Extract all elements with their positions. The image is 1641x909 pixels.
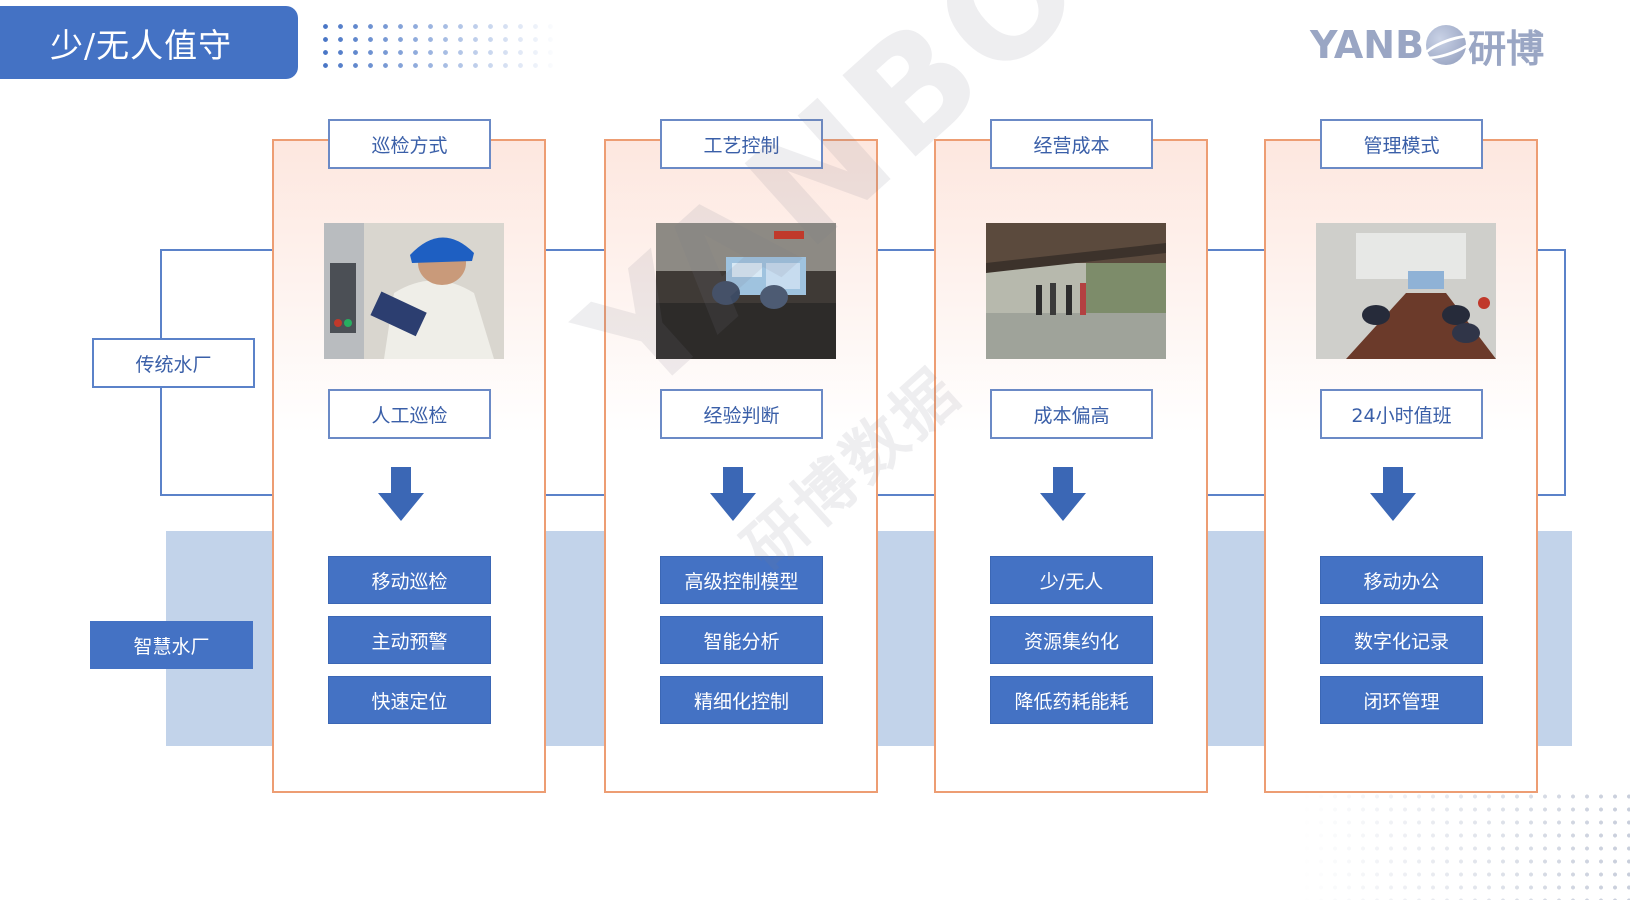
column-header: 巡检方式 xyxy=(328,119,491,169)
smart-item: 精细化控制 xyxy=(660,676,823,724)
smart-item: 闭环管理 xyxy=(1320,676,1483,724)
traditional-item: 人工巡检 xyxy=(328,389,491,439)
traditional-plant-label: 传统水厂 xyxy=(92,338,255,388)
inspector-photo xyxy=(324,223,504,359)
column-header: 管理模式 xyxy=(1320,119,1483,169)
logo-text-left: YANB xyxy=(1310,23,1425,67)
smart-item: 资源集约化 xyxy=(990,616,1153,664)
smart-item: 智能分析 xyxy=(660,616,823,664)
page-title: 少/无人值守 xyxy=(0,6,298,79)
traditional-item: 成本偏高 xyxy=(990,389,1153,439)
column-card-inspection: 巡检方式 人工巡检 移动巡检 主动预警 快速定位 xyxy=(272,119,546,793)
control-room-photo xyxy=(656,223,836,359)
column-header: 经营成本 xyxy=(990,119,1153,169)
column-card-management: 管理模式 24小时值班 移动办公 数字化记录 闭环管理 xyxy=(1264,119,1538,793)
plant-site-photo xyxy=(986,223,1166,359)
logo-text-right: 研博 xyxy=(1468,26,1545,71)
arrow-down-icon xyxy=(378,467,424,521)
arrow-down-icon xyxy=(1370,467,1416,521)
meeting-room-photo xyxy=(1316,223,1496,359)
smart-item: 快速定位 xyxy=(328,676,491,724)
column-card-process-control: 工艺控制 经验判断 高级控制模型 智能分析 精细化控制 xyxy=(604,119,878,793)
decorative-dots-bottom-right xyxy=(1300,790,1630,900)
smart-item: 数字化记录 xyxy=(1320,616,1483,664)
smart-item: 降低药耗能耗 xyxy=(990,676,1153,724)
column-header: 工艺控制 xyxy=(660,119,823,169)
traditional-item: 24小时值班 xyxy=(1320,389,1483,439)
brand-logo: YANB 研博 xyxy=(1310,22,1544,71)
smart-item: 主动预警 xyxy=(328,616,491,664)
smart-item: 高级控制模型 xyxy=(660,556,823,604)
globe-icon xyxy=(1426,25,1467,65)
smart-item: 移动办公 xyxy=(1320,556,1483,604)
traditional-item: 经验判断 xyxy=(660,389,823,439)
column-card-operating-cost: 经营成本 成本偏高 少/无人 资源集约化 降低药耗能耗 xyxy=(934,119,1208,793)
decorative-dots xyxy=(318,20,558,72)
smart-item: 少/无人 xyxy=(990,556,1153,604)
smart-item: 移动巡检 xyxy=(328,556,491,604)
arrow-down-icon xyxy=(710,467,756,521)
arrow-down-icon xyxy=(1040,467,1086,521)
smart-plant-label: 智慧水厂 xyxy=(90,621,253,669)
